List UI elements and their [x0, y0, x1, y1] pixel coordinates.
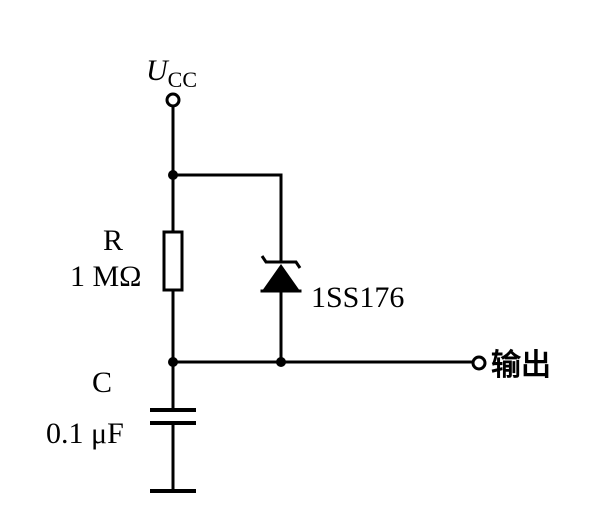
resistor	[162, 230, 184, 292]
supply-subscript: CC	[168, 67, 197, 92]
diode-cathode-bar	[260, 255, 302, 269]
supply-terminal	[165, 92, 181, 108]
supply-symbol: U	[146, 54, 170, 87]
output-terminal	[471, 355, 487, 371]
capacitor-value: 0.1 μF	[46, 417, 124, 450]
resistor-value: 1 MΩ	[70, 260, 141, 293]
diode-anode-triangle	[262, 264, 300, 291]
capacitor-name: C	[92, 366, 112, 399]
wire-top-to-diode	[171, 173, 283, 264]
resistor-name: R	[103, 224, 123, 257]
diode-part-number: 1SS176	[311, 281, 404, 314]
supply-label: UCC	[146, 54, 197, 92]
output-label: 输出	[491, 348, 551, 383]
